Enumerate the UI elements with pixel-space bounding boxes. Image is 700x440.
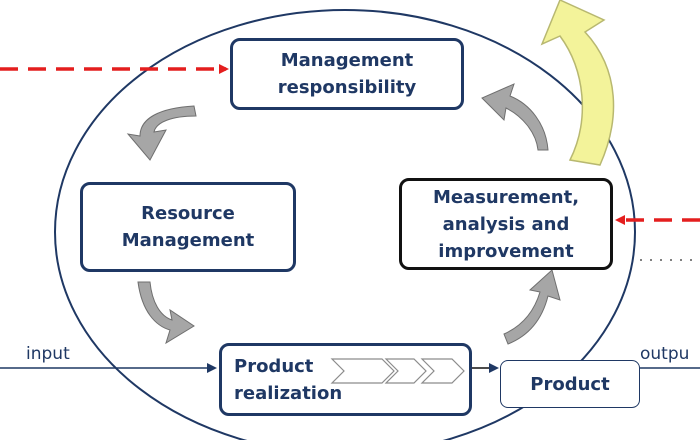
product-realization-line-1: Product xyxy=(234,355,314,377)
measurement-line-2: analysis and xyxy=(442,213,570,235)
product-box: Product xyxy=(500,360,640,408)
product-label: Product xyxy=(530,373,610,395)
improvement-arrow-icon xyxy=(540,0,615,166)
measurement-line-1: Measurement, xyxy=(432,186,580,208)
output-label: outpu xyxy=(640,344,690,364)
management-responsibility-line-2: responsibility xyxy=(277,77,417,98)
chevron-process-icon xyxy=(330,358,465,384)
resource-management-line-2: Management xyxy=(121,230,255,251)
product-realization-line-2: realization xyxy=(234,382,343,404)
curved-arrow-right-bottom-icon xyxy=(503,269,561,345)
curved-arrow-top-left-icon xyxy=(126,105,197,161)
curved-arrow-top-right-icon xyxy=(481,83,549,151)
resource-management-box: Resource Management xyxy=(80,182,296,272)
measurement-line-3: improvement xyxy=(438,240,574,262)
product-realization-box: Product realization xyxy=(219,343,472,416)
management-responsibility-line-1: Management xyxy=(280,50,414,71)
input-label: input xyxy=(26,344,70,364)
cycle-ellipse xyxy=(54,9,636,440)
management-responsibility-box: Management responsibility xyxy=(230,38,464,110)
resource-management-line-1: Resource xyxy=(141,203,235,224)
curved-arrow-left-bottom-icon xyxy=(137,281,195,345)
measurement-analysis-box: Measurement, analysis and improvement xyxy=(399,178,613,270)
